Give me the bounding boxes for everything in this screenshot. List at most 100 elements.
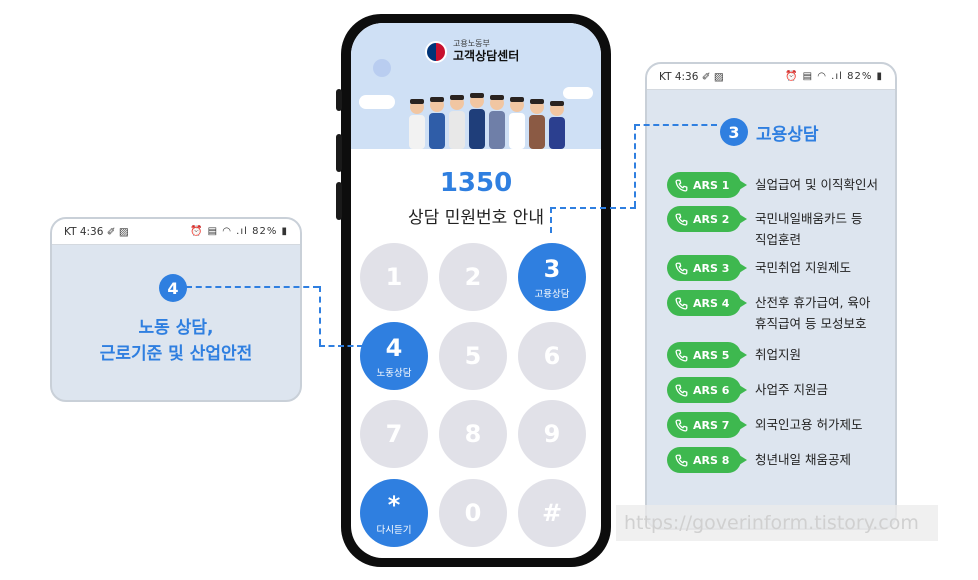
title-line-2: 근로기준 및 산업안전 (99, 344, 253, 364)
key-digit: * (387, 490, 401, 519)
dial-key-hash[interactable]: # (518, 479, 586, 547)
step-badge: 3 (720, 118, 748, 146)
taegeuk-emblem-icon (425, 40, 447, 63)
ars-label: ARS 4 (693, 296, 730, 310)
balloon-icon (373, 59, 391, 77)
phone-icon (675, 297, 688, 310)
ars-badge: ARS 5 (667, 342, 747, 368)
cloud-icon (563, 87, 593, 99)
phone-icon (675, 419, 688, 432)
connector-line (634, 124, 636, 207)
connector-line (634, 124, 717, 126)
status-left: KT 4:36 ✐ ▨ (64, 225, 129, 238)
dial-key-6[interactable]: 6 (518, 322, 586, 390)
step-badge: 4 (159, 274, 187, 302)
phone-icon (675, 213, 688, 226)
ars-description-line-1: 외국인고용 허가제도 (755, 417, 863, 432)
status-icons: ⏰ ▤ ◠ .ıl 82% ▮ (190, 226, 288, 237)
ars-badge: ARS 7 (667, 412, 747, 438)
key-caption: 노동상담 (376, 367, 412, 379)
key-digit: 7 (385, 420, 403, 448)
ars-description-line-2: 휴직급여 등 모성보호 (755, 316, 867, 331)
ars-description: 실업급여 및 이직확인서 (755, 174, 878, 195)
key-caption: 다시듣기 (376, 524, 412, 536)
step-header: 3 고용상담 (720, 118, 819, 146)
ars-label: ARS 5 (693, 348, 730, 362)
key-digit: # (541, 499, 563, 527)
ars-label: ARS 3 (693, 261, 730, 275)
dial-key-0[interactable]: 0 (439, 479, 507, 547)
key-digit: 5 (464, 342, 482, 370)
key-digit: 1 (385, 263, 403, 291)
ars-badge: ARS 4 (667, 290, 747, 316)
phone-volume-up (336, 134, 342, 172)
connector-line (550, 207, 552, 233)
ars-badge: ARS 3 (667, 255, 747, 281)
hotline-number: 1350 (439, 168, 513, 198)
ars-description: 국민취업 지원제도 (755, 257, 851, 278)
ars-label: ARS 2 (693, 212, 730, 226)
ministry-name: 고용노동부 (453, 39, 490, 48)
ars-description-line-1: 사업주 지원금 (755, 382, 828, 397)
key-digit: 3 (543, 254, 561, 283)
cloud-icon (359, 95, 395, 109)
step-label: 고용상담 (756, 124, 819, 145)
center-name: 고객상담센터 (453, 49, 520, 63)
status-icons: ⏰ ▤ ◠ .ıl 82% ▮ (785, 71, 883, 82)
ars-description-line-2: 직업훈련 (755, 232, 802, 247)
dial-key-3[interactable]: 3 고용상담 (518, 243, 586, 311)
ars-badge: ARS 8 (667, 447, 747, 473)
hotline-subtitle: 상담 민원번호 안내 (408, 208, 544, 228)
ars-description: 취업지원 (755, 344, 801, 365)
ars-description: 청년내일 채움공제 (755, 449, 851, 470)
dial-key-7[interactable]: 7 (360, 400, 428, 468)
hero-banner: 고용노동부 고객상담센터 (351, 23, 601, 149)
labor-consultation-card: KT 4:36 ✐ ▨ ⏰ ▤ ◠ .ıl 82% ▮ 4 노동 상담, 근로기… (50, 217, 302, 402)
employment-consultation-card: KT 4:36 ✐ ▨ ⏰ ▤ ◠ .ıl 82% ▮ 3 고용상담 ARS 1… (645, 62, 897, 530)
ars-menu-item: ARS 8 청년내일 채움공제 (667, 447, 851, 473)
staff-group-illustration (409, 93, 565, 149)
key-digit: 0 (464, 499, 482, 527)
dial-key-5[interactable]: 5 (439, 322, 507, 390)
ministry-logo: 고용노동부 고객상담센터 (425, 39, 519, 64)
status-bar: KT 4:36 ✐ ▨ ⏰ ▤ ◠ .ıl 82% ▮ (647, 64, 895, 90)
phone-icon (675, 349, 688, 362)
ars-label: ARS 6 (693, 383, 730, 397)
dial-key-8[interactable]: 8 (439, 400, 507, 468)
phone-mockup: 고용노동부 고객상담센터 (336, 14, 611, 567)
ars-badge: ARS 2 (667, 206, 747, 232)
key-digit: 8 (464, 420, 482, 448)
dial-key-9[interactable]: 9 (518, 400, 586, 468)
ars-menu-item: ARS 5 취업지원 (667, 342, 801, 368)
phone-volume-down (336, 182, 342, 220)
key-digit: 2 (464, 263, 482, 291)
ars-description: 외국인고용 허가제도 (755, 414, 862, 435)
phone-side-button (336, 89, 342, 111)
ars-description-line-1: 취업지원 (755, 347, 802, 362)
ars-label: ARS 1 (693, 178, 730, 192)
dial-key-1[interactable]: 1 (360, 243, 428, 311)
ars-label: ARS 7 (693, 418, 730, 432)
ars-description-line-1: 국민내일배움카드 등 (755, 211, 863, 226)
ars-badge: ARS 1 (667, 172, 747, 198)
connector-line (319, 286, 321, 345)
dial-key-star[interactable]: * 다시듣기 (360, 479, 428, 547)
connector-line (319, 345, 363, 347)
ars-description-line-1: 실업급여 및 이직확인서 (755, 177, 878, 192)
phone-icon (675, 454, 688, 467)
key-digit: 9 (543, 420, 561, 448)
labor-consultation-title: 노동 상담, 근로기준 및 산업안전 (52, 315, 300, 367)
phone-screen: 고용노동부 고객상담센터 (351, 23, 601, 558)
dial-key-2[interactable]: 2 (439, 243, 507, 311)
status-left: KT 4:36 ✐ ▨ (659, 70, 724, 83)
ars-menu-item: ARS 1 실업급여 및 이직확인서 (667, 172, 878, 198)
key-caption: 고용상담 (534, 288, 570, 300)
ars-description-line-1: 산전후 휴가급여, 육아 (755, 295, 871, 310)
phone-icon (675, 262, 688, 275)
connector-line (550, 207, 636, 209)
ars-description-line-1: 국민취업 지원제도 (755, 260, 851, 275)
